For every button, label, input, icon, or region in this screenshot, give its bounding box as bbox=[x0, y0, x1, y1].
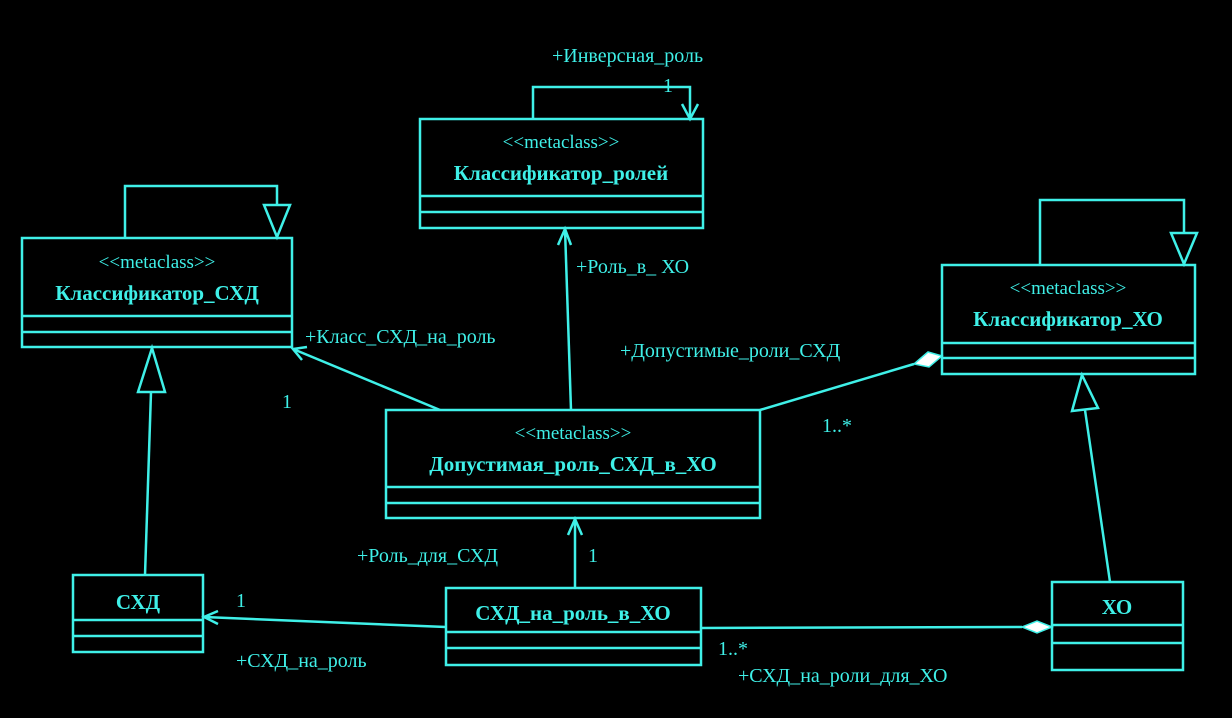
generalization-xo-classifier-self bbox=[1038, 198, 1199, 268]
class-xo[interactable]: ХО bbox=[1050, 580, 1185, 672]
label-role-for-shd: +Роль_для_СХД bbox=[357, 545, 498, 567]
label-shd-to-role: +СХД_на_роль bbox=[236, 650, 367, 672]
mult-role-for-shd: 1 bbox=[588, 545, 598, 567]
association-shd-to-role bbox=[201, 609, 447, 629]
stereotype: <<metaclass>> bbox=[99, 252, 216, 273]
label-inverse-role: +Инверсная_роль bbox=[552, 45, 703, 67]
association-inverse-role bbox=[531, 85, 700, 122]
generalization-shd-classifier-self bbox=[123, 184, 292, 241]
label-class-shd-to-role: +Класс_СХД_на_роль bbox=[305, 326, 496, 348]
class-shd[interactable]: СХД bbox=[71, 573, 205, 654]
stereotype: <<metaclass>> bbox=[503, 132, 620, 153]
class-shd-role-in-xo[interactable]: СХД_на_роль_в_ХО bbox=[444, 586, 703, 667]
class-name: Допустимая_роль_СХД_в_ХО bbox=[429, 452, 716, 476]
class-name: ХО bbox=[1102, 595, 1132, 619]
association-role-in-xo bbox=[556, 225, 573, 411]
class-name: СХД bbox=[116, 590, 161, 614]
stereotype: <<metaclass>> bbox=[515, 423, 632, 444]
class-allowed-role[interactable]: <<metaclass>> Допустимая_роль_СХД_в_ХО bbox=[384, 408, 762, 520]
mult-shd-to-role: 1 bbox=[236, 590, 246, 612]
class-name: Классификатор_ролей bbox=[454, 161, 668, 185]
label-role-in-xo: +Роль_в_ ХО bbox=[576, 256, 689, 278]
label-shd-roles-for-xo: +СХД_на_роли_для_ХО bbox=[738, 665, 947, 687]
aggregation-shd-roles-for-xo bbox=[700, 620, 1055, 634]
mult-shd-roles-for-xo: 1..* bbox=[718, 638, 748, 660]
label-allowed-roles-shd: +Допустимые_роли_СХД bbox=[620, 340, 841, 362]
mult-class-shd: 1 bbox=[282, 391, 292, 413]
generalization-shd bbox=[136, 343, 167, 576]
association-class-shd bbox=[290, 345, 441, 412]
stereotype: <<metaclass>> bbox=[1010, 278, 1127, 299]
class-role-classifier[interactable]: <<metaclass>> Классификатор_ролей bbox=[418, 117, 705, 230]
aggregation-allowed-roles bbox=[759, 351, 944, 412]
generalization-xo bbox=[1070, 371, 1112, 583]
mult-allowed-roles: 1..* bbox=[822, 415, 852, 437]
class-xo-classifier[interactable]: <<metaclass>> Классификатор_ХО bbox=[940, 263, 1197, 376]
class-name: Классификатор_ХО bbox=[973, 307, 1163, 331]
mult-inverse-role: 1 bbox=[663, 75, 673, 97]
association-role-for-shd bbox=[566, 515, 584, 588]
class-shd-classifier[interactable]: <<metaclass>> Классификатор_СХД bbox=[20, 236, 294, 349]
class-name: Классификатор_СХД bbox=[55, 281, 259, 305]
class-name: СХД_на_роль_в_ХО bbox=[475, 601, 670, 625]
